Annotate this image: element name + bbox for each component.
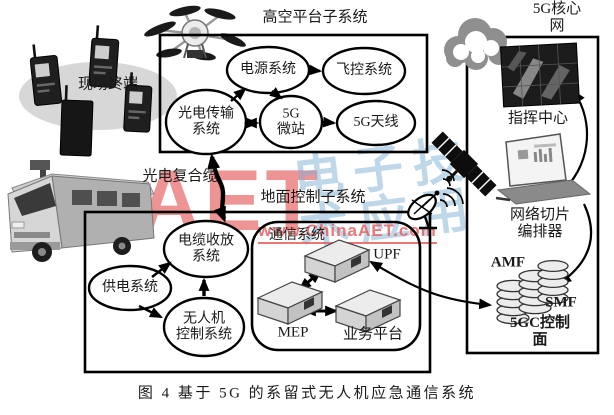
command-center-label: 指挥中心	[507, 110, 569, 127]
flight-control-node	[321, 46, 407, 96]
comm-system-label: 通信系统	[269, 228, 325, 244]
upf-label: UPF	[373, 246, 401, 263]
core-network-title: 5G核心网	[532, 1, 582, 34]
power-supply-label: 供电系统	[102, 280, 158, 296]
mep-label: MEP	[277, 324, 309, 341]
database-stack-icon	[496, 259, 569, 325]
radio-icon	[29, 44, 63, 106]
arrow-power-to-flight	[308, 64, 323, 76]
laptop-icon	[495, 133, 592, 205]
power-supply-node	[87, 264, 173, 312]
uav-control-label: 无人机 控制系统	[176, 311, 232, 342]
orchestrator-label: 网络切片 编排器	[509, 207, 571, 240]
flight-control-label: 飞控系统	[336, 63, 392, 79]
radio-icon	[123, 72, 153, 133]
amf-label: AMF	[490, 254, 526, 271]
core-network-box	[465, 35, 600, 355]
drone-icon	[144, 5, 246, 61]
radio-icon	[88, 25, 120, 89]
hap-subsystem-box	[158, 33, 429, 154]
power-system-label: 电源系统	[240, 62, 296, 78]
arrow-micro-to-antenna	[321, 116, 337, 128]
tether-cable-arrow	[207, 153, 227, 223]
5g-micro-label: 5G 微站	[277, 106, 305, 137]
uav-control-node	[162, 296, 246, 358]
control-plane-label: 5GC控制面	[509, 315, 570, 348]
walkie-talkie-icon	[59, 85, 94, 157]
cloud-icon	[444, 18, 510, 70]
satellite-dish-icon	[407, 190, 440, 230]
arrow-upf-5gc	[369, 260, 493, 310]
arrow-optical-to-power	[230, 87, 247, 102]
5g-antenna-label: 5G天线	[353, 115, 399, 131]
arrow-supply-to-reel	[151, 261, 172, 278]
upf-server-icon	[303, 239, 371, 283]
video-wall-icon	[499, 42, 581, 108]
cable-reel-node	[162, 219, 250, 279]
smf-label: SMF	[545, 294, 577, 311]
arrow-power-to-micro	[269, 87, 283, 100]
mep-server-icon	[256, 281, 324, 325]
field-terminals-group	[19, 25, 177, 157]
hap-title: 高空平台子系统	[262, 9, 368, 26]
wifi-waves-icon	[439, 187, 464, 208]
optical-transmission-label: 光电传输 系统	[178, 106, 234, 137]
platform-server-icon	[334, 289, 402, 333]
cable-reel-label: 电缆收放 系统	[178, 233, 234, 264]
arrow-orchestrator-to-5gc	[558, 203, 593, 285]
tether-cable-label: 光电复合缆	[142, 168, 218, 185]
5g-antenna-node	[335, 99, 417, 147]
figure-caption: 图 4 基于 5G 的系留式无人机应急通信系统	[137, 385, 477, 402]
arrow-supply-to-uavctl	[138, 304, 163, 319]
ground-title: 地面控制子系统	[260, 189, 366, 206]
platform-label: 业务平台	[342, 326, 404, 343]
field-terminals-label: 现场终端	[77, 76, 139, 93]
